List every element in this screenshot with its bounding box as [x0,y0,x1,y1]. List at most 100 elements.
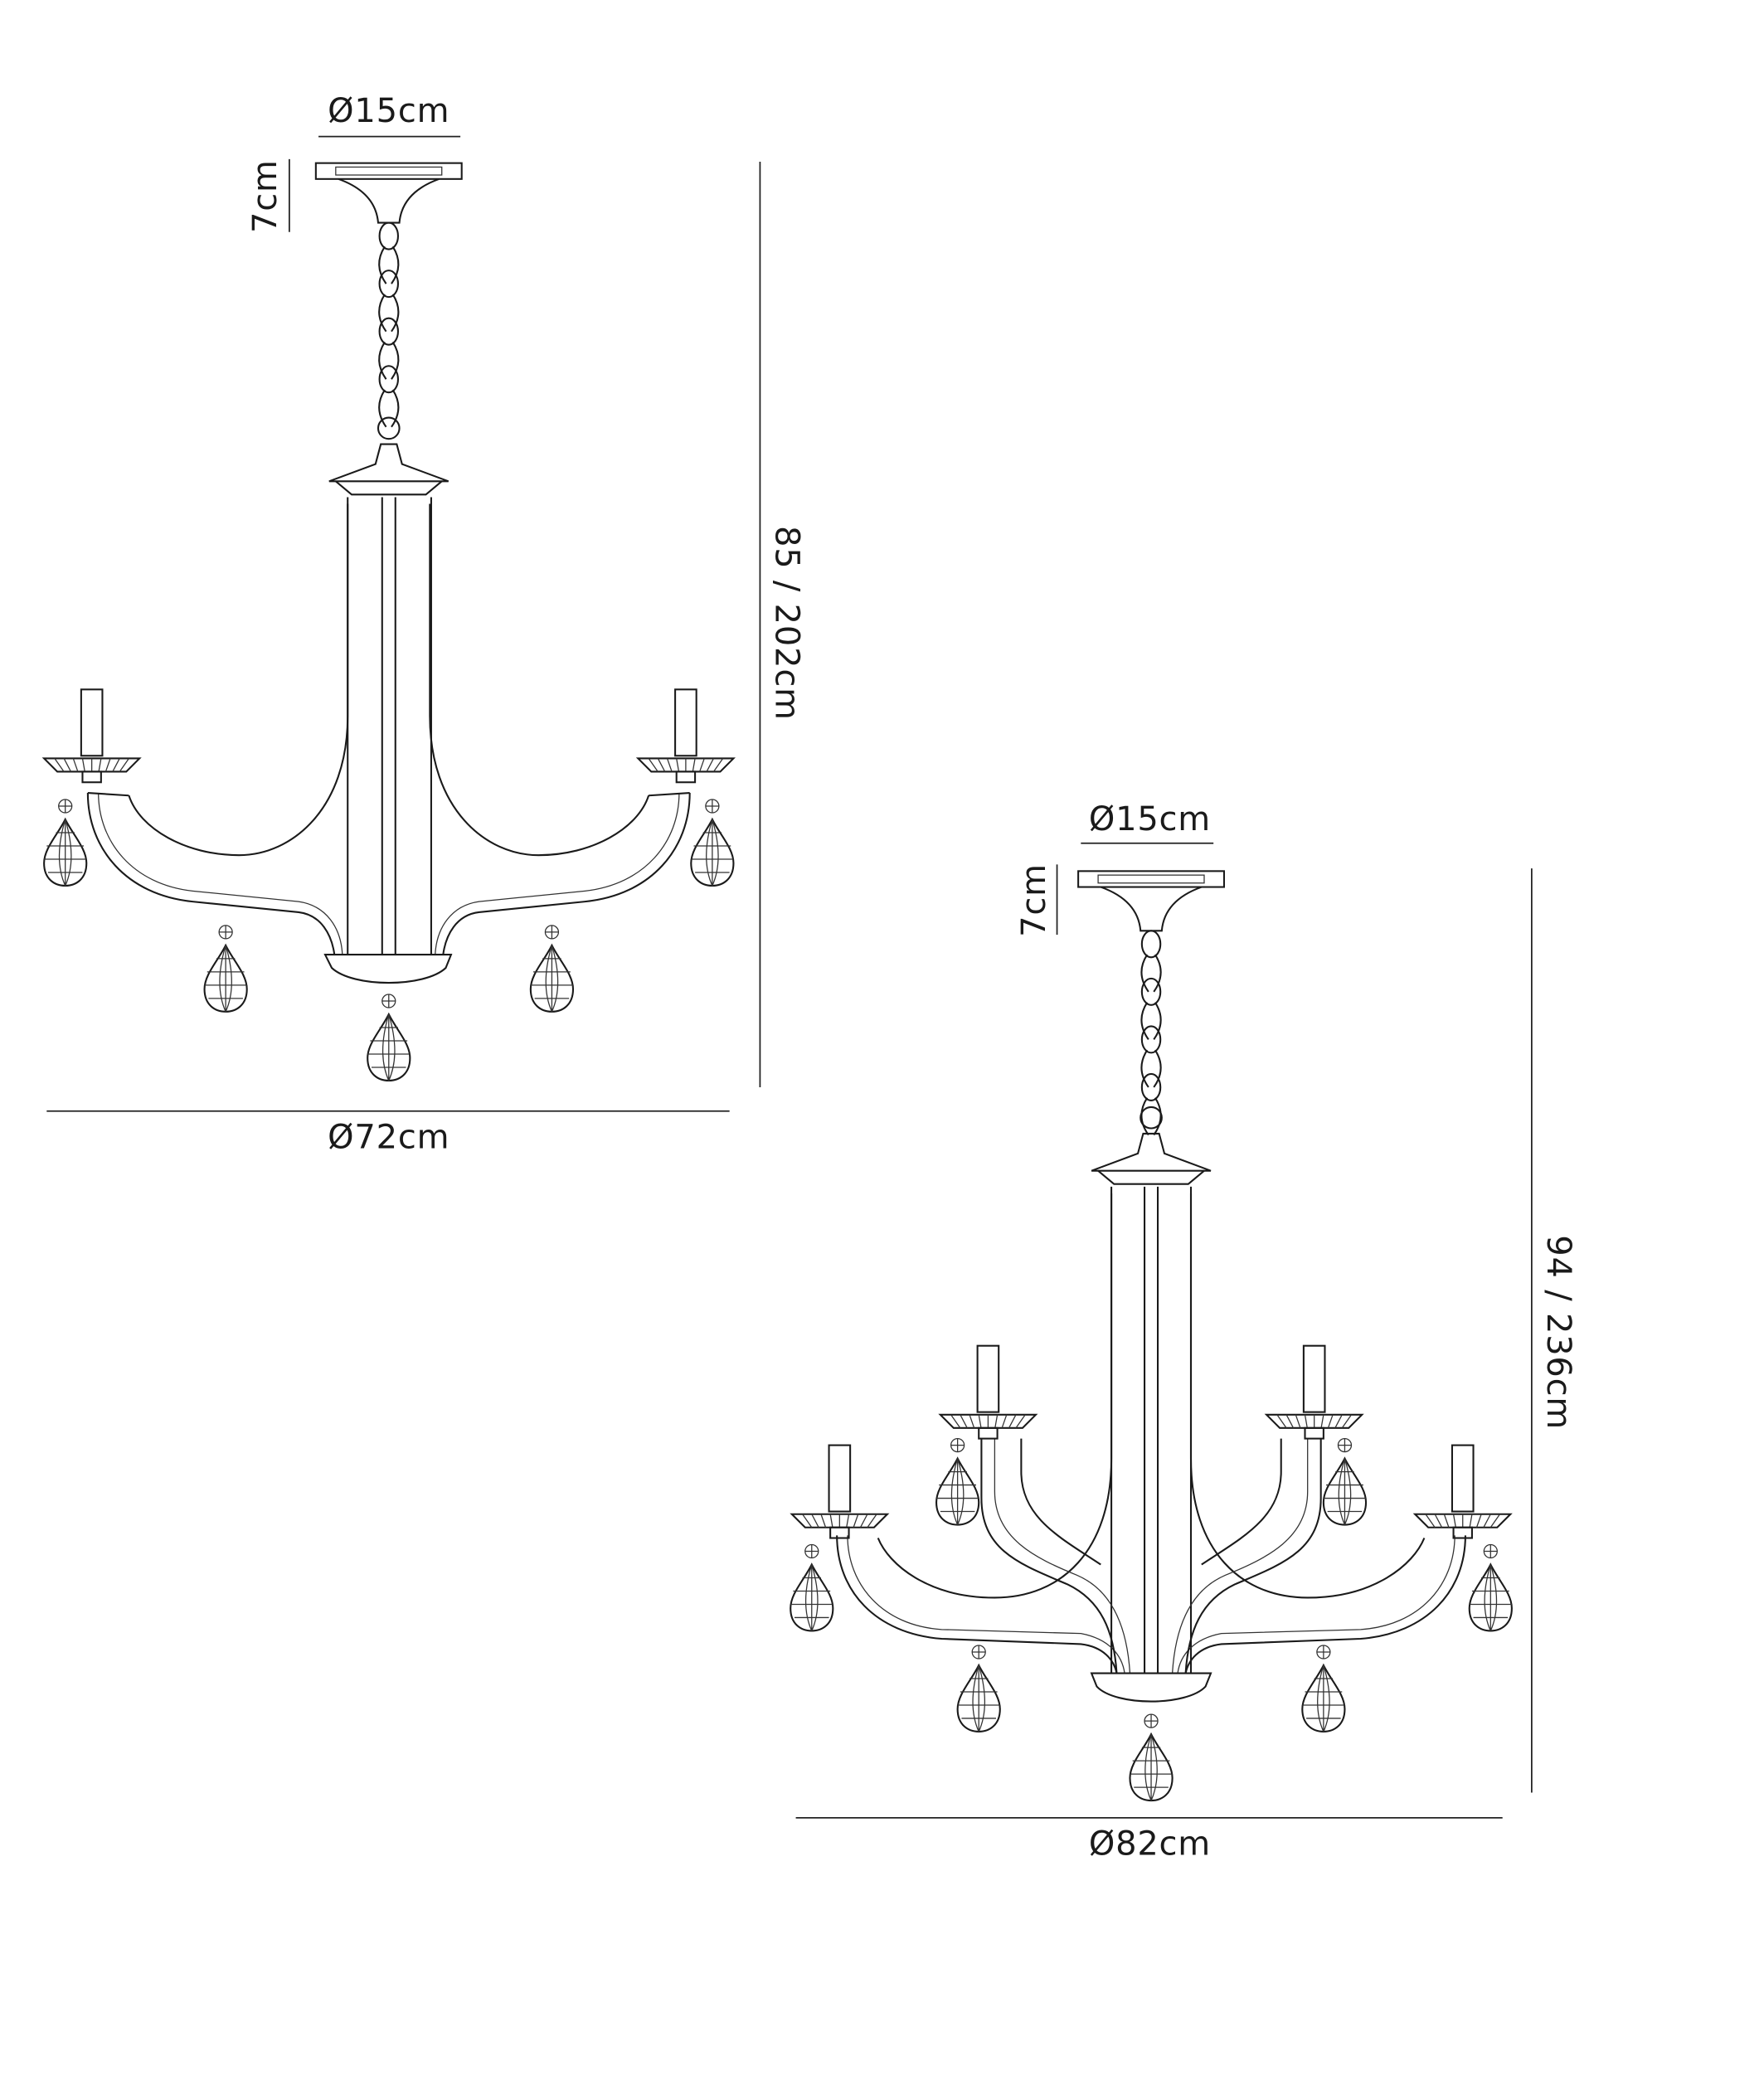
chain-ring [377,416,401,440]
chandelier-2-drawing [790,870,1513,1802]
chain-link [1140,930,1162,959]
facet-line [1317,1664,1330,1732]
bobeche [938,1413,1038,1429]
candle-sleeve [1451,1444,1475,1513]
inner-arm-line [1171,1438,1309,1674]
bobeche-rib [712,758,724,772]
bobeche-rib [63,758,72,772]
outer-arm-inner-curve [877,1193,1113,1599]
chain-link [1140,977,1162,1006]
stem-collar [1097,1169,1205,1185]
bobeche-rib [1327,1414,1334,1429]
bobeche-rib [969,1414,975,1429]
canopy-height-label: 7cm [246,159,284,233]
bowl [1090,1672,1212,1703]
facet-line [950,1458,965,1525]
canopy-diameter-label: Ø15cm [328,92,450,130]
crystal-drop [690,799,735,887]
outer-arm-outer-curve [1184,1535,1466,1674]
facet-line [804,1564,819,1631]
inner-arm-inner [1020,1438,1101,1566]
arm-outer-curve [86,793,336,955]
crystal-drop [1129,1713,1174,1802]
chain-link [378,270,400,299]
height-label: 94 / 236cm [1539,1235,1577,1430]
bobeche-rib [867,1514,877,1528]
arm [41,503,349,1013]
crystal-drop [1468,1543,1513,1632]
candle-holder [41,688,142,784]
candle-sleeve [674,688,697,757]
bobeche-rib [846,1514,850,1528]
plate-recess [1097,874,1205,884]
bottom-bowl [323,954,453,984]
chain-link [1140,1025,1162,1054]
central-stem [347,497,432,955]
candle-holder [1264,1344,1364,1440]
chain-link [378,341,400,380]
canopy [1100,886,1203,932]
candle-holder [938,1344,1038,1440]
crystal-drop [43,799,88,887]
bobeche [41,757,142,773]
inner-arm-outer [980,1438,1118,1674]
facet-line [1484,1564,1498,1631]
chandelier-1-drawing [41,162,736,1081]
cup [81,770,102,784]
facet-line [545,945,559,1013]
bobeche-rib [1015,1414,1026,1429]
candle-sleeve [828,1444,852,1513]
arm-inner-line [98,793,343,955]
bobeche-rib [811,1514,819,1528]
bobeche-rib [1475,1514,1482,1528]
bobeche-rib [1469,1514,1473,1528]
outer-arm-outer-curve [836,1535,1118,1674]
canopy-height-label: 7cm [1015,863,1053,937]
central-stem [1110,1186,1193,1674]
chain-link [378,365,400,394]
bobeche-rib [1334,1414,1343,1429]
chain-link [1140,1097,1162,1136]
crystal-drop [203,925,248,1013]
facet-line [219,945,232,1013]
bobeche-rib [1443,1514,1450,1528]
bobeche-rib [853,1514,859,1528]
stem-rod [1110,1186,1193,1674]
inner-arm-outer [1184,1438,1322,1674]
chain-link [1140,1072,1162,1101]
chain-link [1140,1002,1162,1041]
crystal-drop [529,925,575,1013]
candle-sleeve [1302,1344,1326,1413]
arm [429,503,736,1013]
arm-inner-curve [429,503,650,857]
arm [1171,1193,1513,1732]
arm-inner-line [435,793,680,955]
cup [1304,1426,1324,1440]
bobeche-rib [1483,1514,1491,1528]
bobeche-rib [112,758,120,772]
bobeche-rib [994,1414,999,1428]
facet-line [381,1013,396,1081]
canopy-diameter-label: Ø15cm [1089,800,1211,838]
facet-line [1144,1733,1158,1801]
stem-collar [335,480,443,496]
bobeche-rib [1452,1514,1456,1528]
diameter-label: Ø82cm [1089,1825,1211,1864]
bobeche-rib [1001,1414,1008,1429]
bobeche-rib [1425,1514,1436,1528]
chain-link [378,245,400,284]
bobeche-rib [950,1414,961,1429]
arm-inner-curve [128,503,349,857]
bobeche-rib [802,1514,813,1528]
bobeche-rib [98,758,102,772]
bobeche [1264,1413,1364,1429]
crystal-drop [367,994,411,1081]
bobeche-rib [104,758,111,772]
bobeche-rib [859,1514,868,1528]
bobeche-rib [676,758,680,772]
bobeche-rib [81,758,85,772]
crystal-drop [956,1645,1001,1732]
bobeche [635,757,736,773]
canopy-and-chain [314,162,463,496]
